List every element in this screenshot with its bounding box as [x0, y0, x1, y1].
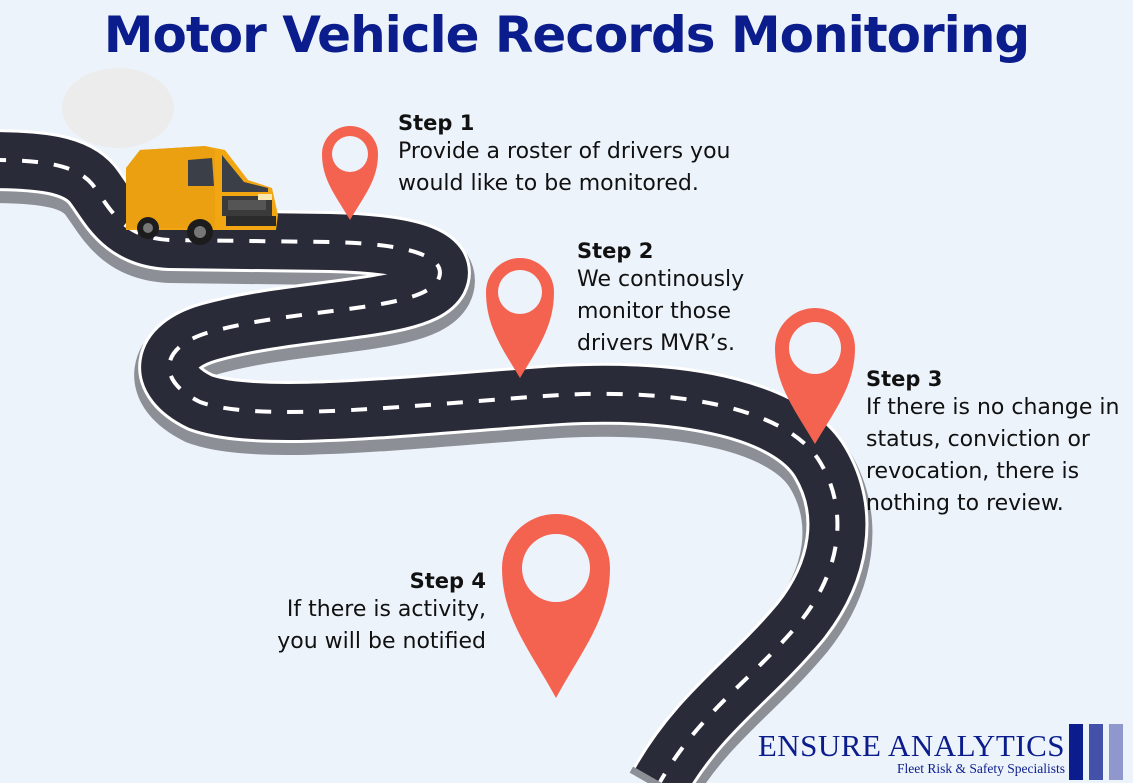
step-3-text: If there is no change in status, convict… — [866, 395, 1120, 516]
logo-tagline: Fleet Risk & Safety Specialists — [897, 761, 1065, 776]
cloud-shape — [62, 68, 174, 148]
road-lane-markings — [0, 158, 840, 783]
van-icon — [126, 146, 278, 245]
step-2-text: We continously monitor those drivers MVR… — [577, 267, 745, 356]
page-title: Motor Vehicle Records Monitoring — [103, 6, 1030, 64]
logo-bars-icon — [1069, 724, 1123, 780]
step-4-label: Step 4 — [409, 569, 486, 593]
map-pin-icon-step3 — [775, 308, 855, 444]
step-1-text: Provide a roster of drivers you would li… — [398, 139, 731, 196]
company-logo: ENSURE ANALYTICS Fleet Risk & Safety Spe… — [745, 722, 1127, 780]
step-4-text: If there is activity, you will be notifi… — [277, 597, 486, 654]
step-1: Step 1 Provide a roster of drivers you w… — [398, 110, 778, 200]
step-3-label: Step 3 — [866, 367, 943, 391]
map-pin-icon-step2 — [486, 258, 554, 378]
map-pin-icon-step4 — [502, 514, 610, 698]
step-2-label: Step 2 — [577, 239, 654, 263]
map-pin-icon-step1 — [322, 126, 378, 220]
step-2: Step 2 We continously monitor those driv… — [577, 238, 797, 360]
logo-brand-name: ENSURE ANALYTICS — [757, 728, 1065, 763]
step-4: Step 4 If there is activity, you will be… — [250, 568, 486, 658]
step-1-label: Step 1 — [398, 111, 475, 135]
step-3: Step 3 If there is no change in status, … — [866, 366, 1131, 520]
